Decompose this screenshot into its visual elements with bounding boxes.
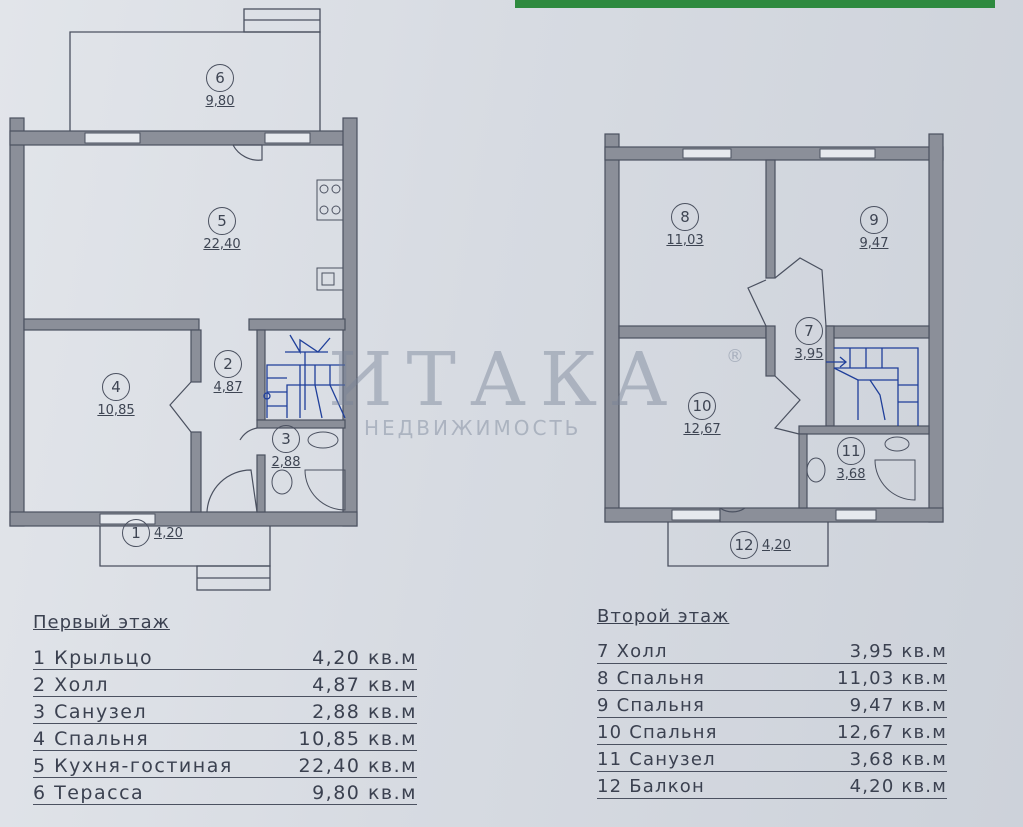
room-number: 3 (272, 425, 300, 453)
legend-row: 4 Спальня 10,85 кв.м (33, 724, 417, 751)
room-3-label: 3 2,88 (262, 425, 310, 470)
room-number: 12 (730, 531, 758, 559)
room-10-label: 10 12,67 (672, 392, 732, 437)
legend-title: Второй этаж (597, 606, 730, 627)
legend-value: 4,20 кв.м (312, 647, 417, 669)
legend-value: 22,40 кв.м (298, 755, 417, 777)
legend-row: 6 Терасса 9,80 кв.м (33, 778, 417, 805)
legend-row: 10 Спальня 12,67 кв.м (597, 718, 947, 745)
legend-value: 9,80 кв.м (312, 782, 417, 804)
room-number: 8 (671, 203, 699, 231)
legend-row: 9 Спальня 9,47 кв.м (597, 691, 947, 718)
room-area: 12,67 (683, 422, 721, 437)
legend-row: 8 Спальня 11,03 кв.м (597, 664, 947, 691)
terrace-outline (69, 31, 321, 131)
room-number: 7 (795, 317, 823, 345)
legend-value: 4,20 кв.м (849, 776, 947, 797)
legend-value: 3,95 кв.м (849, 641, 947, 662)
legend-row: 1 Крыльцо 4,20 кв.м (33, 643, 417, 670)
room-area: 3,95 (794, 347, 824, 362)
room-area: 4,20 (154, 525, 183, 541)
legend-value: 2,88 кв.м (312, 701, 417, 723)
room-number: 10 (688, 392, 716, 420)
room-area: 2,88 (271, 455, 301, 470)
legend-row: 11 Санузел 3,68 кв.м (597, 745, 947, 772)
green-top-strip (515, 0, 995, 8)
room-1-label: 1 4,20 (122, 519, 183, 547)
room-number: 6 (206, 64, 234, 92)
legend-value: 11,03 кв.м (836, 668, 947, 689)
room-number: 11 (837, 437, 865, 465)
first-floor-stairs (263, 334, 346, 419)
legend-name: 4 Спальня (33, 728, 150, 750)
room-area: 11,03 (666, 233, 704, 248)
porch-outline (99, 526, 271, 567)
second-floor-walls (604, 133, 944, 523)
legend-row: 2 Холл 4,87 кв.м (33, 670, 417, 697)
legend-name: 9 Спальня (597, 695, 706, 716)
room-8-label: 8 11,03 (655, 203, 715, 248)
first-floor-legend: Первый этаж 1 Крыльцо 4,20 кв.м 2 Холл 4,8… (33, 612, 417, 805)
second-floor-doors (719, 257, 827, 522)
room-area: 22,40 (203, 237, 241, 252)
legend-name: 10 Спальня (597, 722, 718, 743)
second-floor-bathroom-fixtures (806, 436, 916, 501)
room-5-label: 5 22,40 (192, 207, 252, 252)
room-area: 4,87 (213, 380, 243, 395)
room-number: 4 (102, 373, 130, 401)
room-2-label: 2 4,87 (200, 350, 256, 395)
room-area: 3,68 (836, 467, 866, 482)
legend-value: 10,85 кв.м (298, 728, 417, 750)
legend-row: 5 Кухня-гостиная 22,40 кв.м (33, 751, 417, 778)
room-12-label: 12 4,20 (730, 531, 791, 559)
legend-name: 3 Санузел (33, 701, 148, 723)
kitchen-appliances (316, 179, 344, 291)
legend-name: 8 Спальня (597, 668, 706, 689)
room-area: 4,20 (762, 537, 791, 553)
legend-name: 1 Крыльцо (33, 647, 154, 669)
legend-value: 9,47 кв.м (849, 695, 947, 716)
second-floor-windows (671, 148, 877, 521)
legend-value: 12,67 кв.м (836, 722, 947, 743)
second-floor-stairs (826, 347, 919, 426)
room-number: 1 (122, 519, 150, 547)
legend-row: 7 Холл 3,95 кв.м (597, 637, 947, 664)
second-floor-legend: Второй этаж 7 Холл 3,95 кв.м 8 Спальня 11,… (597, 606, 947, 799)
room-number: 9 (860, 206, 888, 234)
legend-value: 4,87 кв.м (312, 674, 417, 696)
legend-name: 12 Балкон (597, 776, 705, 797)
balcony-outline (667, 522, 829, 567)
first-floor-windows (84, 132, 311, 525)
first-floor-doors (169, 144, 263, 513)
legend-name: 5 Кухня-гостиная (33, 755, 233, 777)
legend-name: 11 Санузел (597, 749, 716, 770)
room-7-label: 7 3,95 (784, 317, 834, 362)
first-floor-bathroom-fixtures (271, 431, 346, 511)
room-4-label: 4 10,85 (86, 373, 146, 418)
room-6-label: 6 9,80 (192, 64, 248, 109)
legend-row: 3 Санузел 2,88 кв.м (33, 697, 417, 724)
room-number: 2 (214, 350, 242, 378)
legend-value: 3,68 кв.м (849, 749, 947, 770)
legend-name: 6 Терасса (33, 782, 145, 804)
room-area: 9,80 (205, 94, 235, 109)
legend-title: Первый этаж (33, 612, 170, 633)
room-11-label: 11 3,68 (826, 437, 876, 482)
room-area: 10,85 (97, 403, 135, 418)
legend-name: 2 Холл (33, 674, 110, 696)
room-9-label: 9 9,47 (846, 206, 902, 251)
legend-name: 7 Холл (597, 641, 668, 662)
legend-row: 12 Балкон 4,20 кв.м (597, 772, 947, 799)
room-number: 5 (208, 207, 236, 235)
room-area: 9,47 (859, 236, 889, 251)
